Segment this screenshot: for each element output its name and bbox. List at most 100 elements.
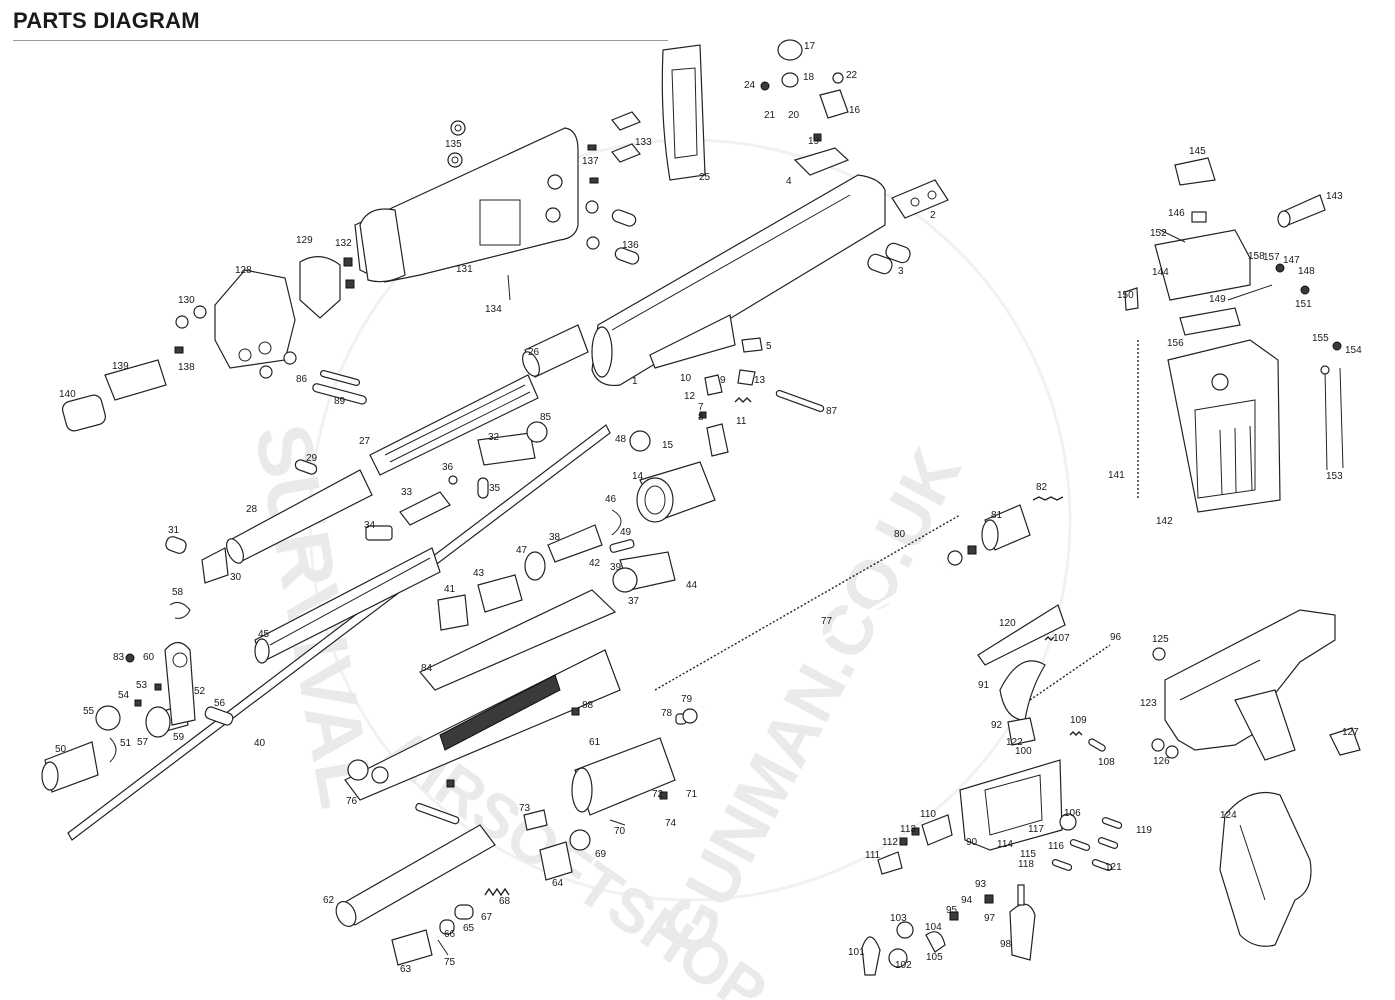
- part-label-9: 9: [720, 375, 726, 386]
- part-label-150: 150: [1117, 290, 1134, 301]
- part-label-72: 72: [652, 789, 664, 800]
- part-label-156: 156: [1167, 338, 1184, 349]
- part-label-137: 137: [582, 156, 599, 167]
- part-label-135: 135: [445, 139, 462, 150]
- part-label-88: 88: [582, 700, 594, 711]
- part-label-27: 27: [359, 436, 371, 447]
- part-label-52: 52: [194, 686, 206, 697]
- part-label-28: 28: [246, 504, 258, 515]
- part-label-49: 49: [620, 527, 632, 538]
- part-label-110: 110: [920, 809, 936, 820]
- part-label-81: 81: [991, 510, 1003, 521]
- part-label-86: 86: [296, 374, 308, 385]
- part-label-112: 112: [882, 837, 898, 848]
- part-label-80: 80: [894, 529, 906, 540]
- part-label-24: 24: [744, 80, 756, 91]
- part-label-1: 1: [632, 376, 638, 387]
- part-label-127: 127: [1342, 727, 1359, 738]
- part-label-101: 101: [848, 947, 865, 958]
- part-label-30: 30: [230, 572, 242, 583]
- part-label-149: 149: [1209, 294, 1226, 305]
- part-label-41: 41: [444, 584, 456, 595]
- part-label-103: 103: [890, 913, 907, 924]
- part-label-148: 148: [1298, 266, 1315, 277]
- part-label-118: 118: [1018, 859, 1034, 870]
- part-label-45: 45: [258, 629, 270, 640]
- part-label-2: 2: [930, 210, 936, 221]
- part-label-108: 108: [1098, 757, 1115, 768]
- watermark-right-text: GUNMAN.CO.UK: [644, 436, 976, 967]
- part-label-89: 89: [334, 396, 346, 407]
- part-label-105: 105: [926, 952, 943, 963]
- part-label-42: 42: [589, 558, 601, 569]
- front-sight-52: [164, 641, 196, 726]
- part-label-65: 65: [463, 923, 475, 934]
- part-label-109: 109: [1070, 715, 1087, 726]
- part-label-40: 40: [254, 738, 266, 749]
- part-label-141: 141: [1108, 470, 1125, 481]
- part-label-5: 5: [766, 341, 772, 352]
- gearbox-90: [959, 759, 1063, 851]
- part-label-22: 22: [846, 70, 858, 81]
- spring-80: [654, 514, 961, 691]
- part-label-46: 46: [605, 494, 617, 505]
- part-label-91: 91: [978, 680, 990, 691]
- part-label-76: 76: [346, 796, 358, 807]
- title-divider: [13, 40, 668, 41]
- part-label-111: 111: [865, 850, 881, 861]
- sight-base-4: [793, 147, 850, 176]
- part-label-31: 31: [168, 525, 180, 536]
- part-label-8: 8: [698, 412, 704, 423]
- part-label-51: 51: [120, 738, 132, 749]
- part-label-117: 117: [1028, 824, 1044, 835]
- part-label-15: 15: [662, 440, 674, 451]
- part-label-147: 147: [1283, 255, 1300, 266]
- part-label-115: 115: [1020, 849, 1036, 860]
- part-label-96: 96: [1110, 632, 1122, 643]
- part-label-82: 82: [1036, 482, 1048, 493]
- part-label-36: 36: [442, 462, 454, 473]
- part-label-13: 13: [754, 375, 766, 386]
- receiver-1: [591, 174, 886, 387]
- part-label-12: 12: [684, 391, 696, 402]
- part-label-83: 83: [113, 652, 125, 663]
- part-label-62: 62: [323, 895, 335, 906]
- cap-129: [299, 256, 341, 319]
- part-label-106: 106: [1064, 808, 1081, 819]
- part-label-50: 50: [55, 744, 67, 755]
- part-label-20: 20: [788, 110, 800, 121]
- part-label-61: 61: [589, 737, 601, 748]
- part-label-66: 66: [444, 929, 456, 940]
- part-label-69: 69: [595, 849, 607, 860]
- part-label-126: 126: [1153, 756, 1170, 767]
- part-label-93: 93: [975, 879, 987, 890]
- part-label-139: 139: [112, 361, 129, 372]
- part-label-92: 92: [991, 720, 1003, 731]
- part-label-59: 59: [173, 732, 185, 743]
- page-title: PARTS DIAGRAM: [13, 8, 200, 33]
- part-label-133: 133: [635, 137, 652, 148]
- part-label-43: 43: [473, 568, 485, 579]
- part-label-104: 104: [925, 922, 942, 933]
- part-label-122: 122: [1006, 737, 1023, 748]
- part-label-44: 44: [686, 580, 698, 591]
- part-label-120: 120: [999, 618, 1016, 629]
- part-label-71: 71: [686, 789, 698, 800]
- part-label-29: 29: [306, 453, 318, 464]
- part-label-100: 100: [1015, 746, 1032, 757]
- part-label-116: 116: [1048, 841, 1064, 852]
- part-label-10: 10: [680, 373, 692, 384]
- part-label-38: 38: [549, 532, 561, 543]
- part-label-18: 18: [803, 72, 815, 83]
- part-label-107: 107: [1053, 633, 1070, 644]
- part-label-142: 142: [1156, 516, 1173, 527]
- part-label-124: 124: [1220, 810, 1237, 821]
- magazine-142: [1167, 339, 1281, 513]
- part-label-102: 102: [895, 960, 912, 971]
- buttstock-131: [354, 127, 579, 283]
- pistol-grip-123: [1234, 689, 1296, 761]
- stock-housing-128: [214, 269, 296, 369]
- part-label-152: 152: [1150, 228, 1167, 239]
- part-label-64: 64: [552, 878, 564, 889]
